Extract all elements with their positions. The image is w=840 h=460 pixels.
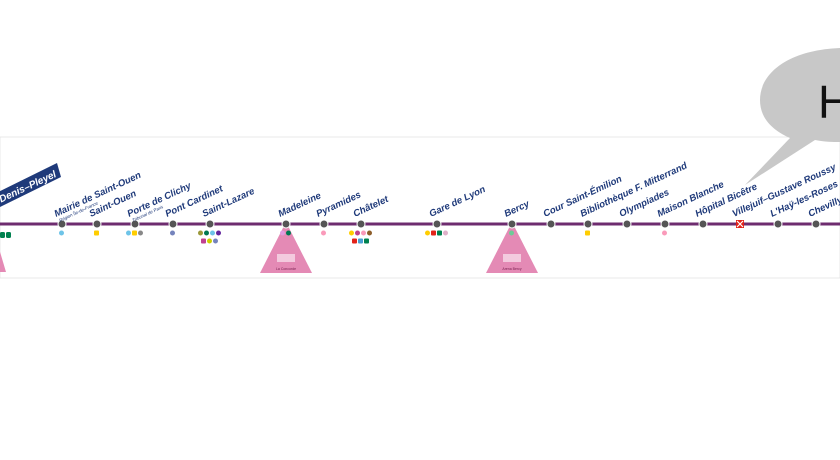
landmark-label: La Concorde [276, 267, 296, 271]
station-dot [57, 219, 67, 229]
connection-badge-l [213, 238, 218, 244]
connection-badge-m13 [126, 230, 131, 236]
connection-badge-t3b [138, 230, 143, 236]
connection-badge-rer-c [132, 230, 137, 236]
connection-badge-m7 [662, 230, 667, 236]
connection-badge-m7 [321, 230, 326, 236]
connection-badge-m7 [361, 230, 366, 236]
connection-badge-m1 [425, 230, 430, 236]
station-dot [583, 219, 593, 229]
station-dot [622, 219, 632, 229]
connection-badge-rer-a [352, 238, 357, 244]
connection-badge-rer-a [431, 230, 436, 236]
station-dot [773, 219, 783, 229]
station-dot [660, 219, 670, 229]
station-dot [507, 219, 517, 229]
station-dot [546, 219, 556, 229]
interchange-cross [736, 220, 744, 228]
connection-badge-m1 [349, 230, 354, 236]
connection-badge-rer-b [358, 238, 363, 244]
connection-badge-rer-e [201, 238, 206, 244]
station-dot [698, 219, 708, 229]
station-dot [92, 219, 102, 229]
connection-badge-m4 [355, 230, 360, 236]
station-dot [168, 219, 178, 229]
station-dot [130, 219, 140, 229]
station-dot [432, 219, 442, 229]
station-dot [319, 219, 329, 229]
connection-badge-m12 [286, 230, 291, 236]
connection-badge-m14 [216, 230, 221, 236]
connection-badge-j [207, 238, 212, 244]
connection-badge-r [443, 230, 448, 236]
callout-text: H [818, 76, 840, 128]
landmark-illustration [277, 254, 295, 262]
connection-badge-rer-c [585, 230, 590, 236]
landmark-illustration [503, 254, 521, 262]
station-dot [356, 219, 366, 229]
connection-badge-m13 [210, 230, 215, 236]
landmark-triangle [260, 222, 312, 273]
connection-badge-m11 [367, 230, 372, 236]
connection-badge-m12 [204, 230, 209, 236]
landmark-label: Arena Bercy [502, 267, 522, 271]
connection-badge-m13 [59, 230, 64, 236]
connection-badge-m8 [280, 230, 285, 236]
map-panel [0, 136, 840, 279]
landmark-triangle [486, 222, 538, 273]
station-dot [205, 219, 215, 229]
connection-badge-rer-d [437, 230, 442, 236]
connection-badge-rer-c [94, 230, 99, 236]
connection-badge-m3 [198, 230, 203, 236]
connection-badge-rer-d [364, 238, 369, 244]
callout-bubble: H [745, 48, 840, 185]
connection-badge-m6 [509, 230, 514, 236]
station-dot [281, 219, 291, 229]
station-dot [811, 219, 821, 229]
connection-badge-l [170, 230, 175, 236]
